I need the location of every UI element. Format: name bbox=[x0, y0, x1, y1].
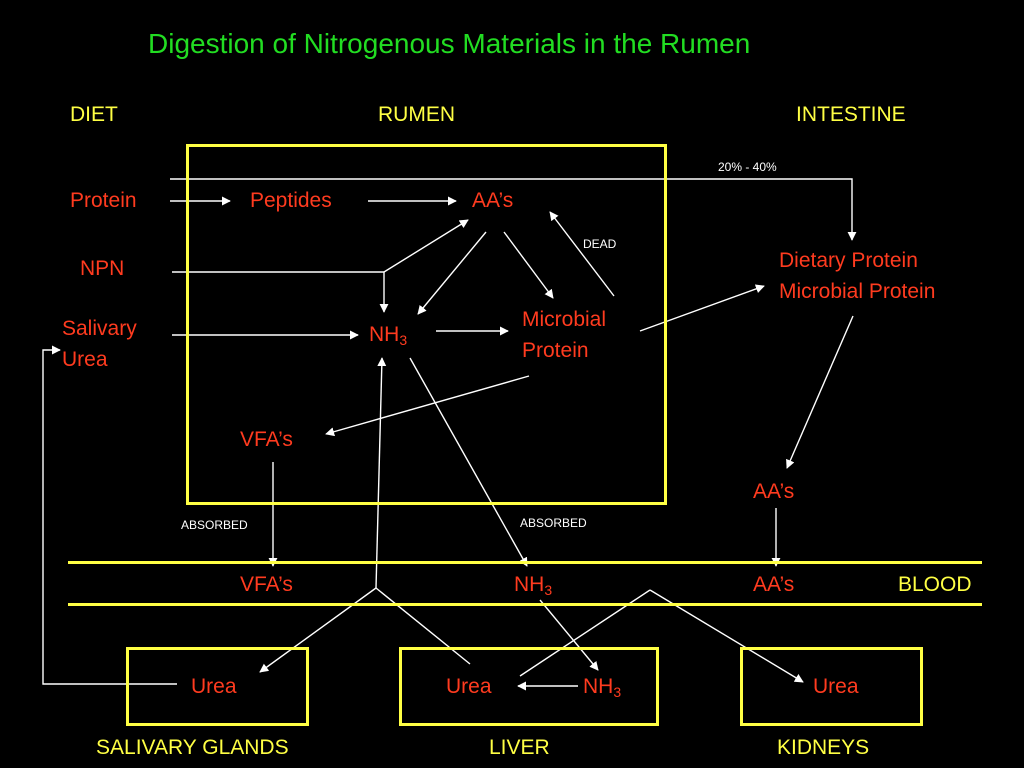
bypass-percent-label: 20% - 40% bbox=[718, 160, 777, 174]
blood-aas: AA’s bbox=[753, 573, 795, 596]
diet-salivary: Salivary bbox=[62, 317, 137, 340]
intestine-dietary-protein: Dietary Protein bbox=[779, 249, 918, 272]
rumen-vfas: VFA’s bbox=[240, 428, 293, 451]
arrow-microbial-vfas bbox=[325, 375, 530, 437]
arrow-urea-return-nh3 bbox=[375, 357, 387, 589]
liver-urea: Urea bbox=[446, 675, 492, 698]
kidney-urea: Urea bbox=[813, 675, 859, 698]
rumen-microbial-protein: Protein bbox=[522, 339, 589, 362]
label-salivary-glands: SALIVARY GLANDS bbox=[96, 736, 289, 759]
blood-nh3: NH3 bbox=[514, 573, 552, 597]
diet-protein: Protein bbox=[70, 189, 137, 212]
arrow-aas-microbial bbox=[503, 231, 554, 299]
header-intestine: INTESTINE bbox=[796, 103, 906, 126]
page-title: Digestion of Nitrogenous Materials in th… bbox=[148, 28, 751, 59]
arrow-blood-nh3-liver bbox=[539, 599, 599, 671]
blood-nh3-text: NH bbox=[514, 573, 545, 596]
intestine-microbial-protein: Microbial Protein bbox=[779, 280, 936, 303]
line-liver-urea-to-blood bbox=[375, 587, 471, 665]
header-rumen: RUMEN bbox=[378, 103, 455, 126]
liver-nh3-subscript: 3 bbox=[613, 684, 622, 700]
rumen-nh3-subscript: 3 bbox=[399, 332, 408, 348]
liver-box bbox=[399, 647, 659, 726]
rumen-microbial: Microbial bbox=[522, 308, 607, 331]
kidneys-box bbox=[740, 647, 923, 726]
intestine-aas: AA’s bbox=[753, 480, 795, 503]
blood-vfas: VFA’s bbox=[240, 573, 293, 596]
diet-urea: Urea bbox=[62, 348, 108, 371]
liver-nh3-text: NH bbox=[583, 675, 614, 698]
header-blood: BLOOD bbox=[898, 573, 972, 596]
liver-nh3: NH3 bbox=[583, 675, 621, 699]
arrow-salivary-recycle bbox=[42, 345, 177, 685]
diet-npn: NPN bbox=[80, 257, 125, 280]
arrow-bypass-intestine bbox=[170, 178, 857, 241]
rumen-box bbox=[186, 144, 667, 505]
blood-band-bottom bbox=[68, 603, 982, 606]
salivary-glands-box bbox=[126, 647, 309, 726]
arrow-nh3-blood bbox=[409, 357, 528, 567]
header-diet: DIET bbox=[70, 103, 118, 126]
arrow-microbial-intestine bbox=[639, 284, 765, 332]
blood-nh3-subscript: 3 bbox=[544, 582, 553, 598]
absorbed-label-right: ABSORBED bbox=[520, 516, 587, 530]
blood-band-top bbox=[68, 561, 982, 564]
absorbed-label-left: ABSORBED bbox=[181, 518, 248, 532]
salivary-urea: Urea bbox=[191, 675, 237, 698]
rumen-dead-label: DEAD bbox=[583, 237, 617, 251]
arrow-npn-aas bbox=[383, 219, 469, 273]
label-kidneys: KIDNEYS bbox=[777, 736, 870, 759]
arrow-intestine-aas bbox=[786, 315, 854, 469]
label-liver: LIVER bbox=[489, 736, 550, 759]
rumen-aas: AA’s bbox=[472, 189, 514, 212]
arrow-aas-nh3 bbox=[417, 231, 487, 315]
rumen-nh3: NH3 bbox=[369, 323, 407, 347]
arrow-dead-microbial-aas bbox=[549, 211, 615, 297]
rumen-nh3-text: NH bbox=[369, 323, 400, 346]
arrow-urea-to-salivary bbox=[259, 587, 377, 673]
rumen-peptides: Peptides bbox=[250, 189, 332, 212]
